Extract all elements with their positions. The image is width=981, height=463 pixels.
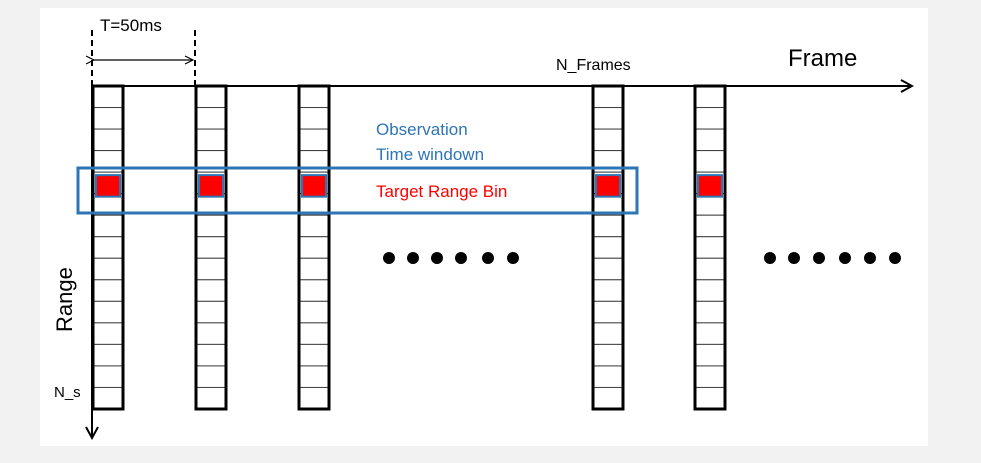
range-bin	[592, 257, 624, 281]
range-bin	[195, 236, 227, 259]
range-bin	[298, 85, 330, 109]
range-bin	[298, 343, 330, 367]
frame-column	[591, 84, 625, 411]
range-bin	[195, 214, 227, 238]
frame-column-border	[194, 84, 228, 411]
frame-column	[693, 84, 727, 411]
range-bin	[592, 128, 624, 152]
range-bin	[92, 236, 124, 259]
n-frames-label: N_Frames	[556, 57, 631, 74]
frame-columns	[91, 84, 727, 411]
range-bin	[195, 85, 227, 109]
target-range-bin	[301, 174, 327, 198]
diagram-canvas	[40, 8, 928, 446]
observation-label-line2: Time windown	[376, 145, 484, 164]
range-bin	[195, 128, 227, 152]
range-bin	[592, 343, 624, 367]
range-bin	[92, 322, 124, 345]
range-bin	[298, 365, 330, 388]
frame-column-border	[297, 84, 331, 411]
range-bin	[694, 365, 726, 388]
range-bin	[298, 279, 330, 302]
range-bin	[694, 343, 726, 367]
range-bin	[694, 214, 726, 238]
range-bin	[195, 300, 227, 324]
range-bin	[592, 386, 624, 410]
frame-column	[194, 84, 228, 411]
range-bin	[592, 279, 624, 302]
range-bin	[694, 150, 726, 173]
range-bin	[592, 236, 624, 259]
range-bin	[92, 365, 124, 388]
range-bin	[92, 85, 124, 109]
range-bin	[92, 279, 124, 302]
observation-window	[76, 166, 639, 215]
range-bin	[195, 386, 227, 410]
range-bin	[92, 107, 124, 130]
range-bin	[195, 107, 227, 130]
target-range-bin	[595, 174, 621, 198]
range-bin	[298, 236, 330, 259]
range-bin	[694, 322, 726, 345]
range-bin	[592, 107, 624, 130]
frame-column	[91, 84, 125, 411]
range-bin	[92, 214, 124, 238]
target-range-bin	[198, 174, 224, 198]
range-bin	[92, 257, 124, 281]
ellipsis-dots-middle	[383, 252, 519, 264]
range-bin	[92, 343, 124, 367]
range-bin	[92, 386, 124, 410]
frame-column	[297, 84, 331, 411]
range-bin	[92, 128, 124, 152]
frame-column-border	[693, 84, 727, 411]
range-bin	[195, 279, 227, 302]
frame-column-border	[91, 84, 125, 411]
frame-axis-label: Frame	[788, 45, 857, 72]
range-bin	[298, 322, 330, 345]
range-bin	[592, 300, 624, 324]
target-range-bin	[95, 174, 121, 198]
range-bin	[195, 322, 227, 345]
range-bin	[195, 343, 227, 367]
range-bin	[195, 257, 227, 281]
range-bin	[592, 322, 624, 345]
range-bin	[298, 386, 330, 410]
range-bin	[694, 257, 726, 281]
range-bin	[694, 279, 726, 302]
range-bin	[694, 386, 726, 410]
range-bin	[298, 300, 330, 324]
range-bin	[694, 107, 726, 130]
range-bin	[694, 85, 726, 109]
range-bin	[694, 236, 726, 259]
range-bin	[694, 300, 726, 324]
period-label: T=50ms	[100, 16, 162, 35]
range-bin	[592, 85, 624, 109]
range-bin	[298, 214, 330, 238]
range-bin	[92, 300, 124, 324]
range-axis-label: Range	[52, 267, 77, 332]
target-range-bin-label: Target Range Bin	[376, 182, 507, 201]
ellipsis-dots-right	[764, 252, 901, 264]
ns-label: N_s	[54, 384, 81, 401]
range-bin	[694, 128, 726, 152]
range-bin	[592, 365, 624, 388]
range-bin	[592, 214, 624, 238]
observation-label-line1: Observation	[376, 120, 468, 139]
range-bin	[298, 128, 330, 152]
range-bin	[298, 107, 330, 130]
range-bin	[195, 365, 227, 388]
range-bin	[298, 257, 330, 281]
target-range-bin	[697, 174, 723, 198]
frame-column-border	[591, 84, 625, 411]
